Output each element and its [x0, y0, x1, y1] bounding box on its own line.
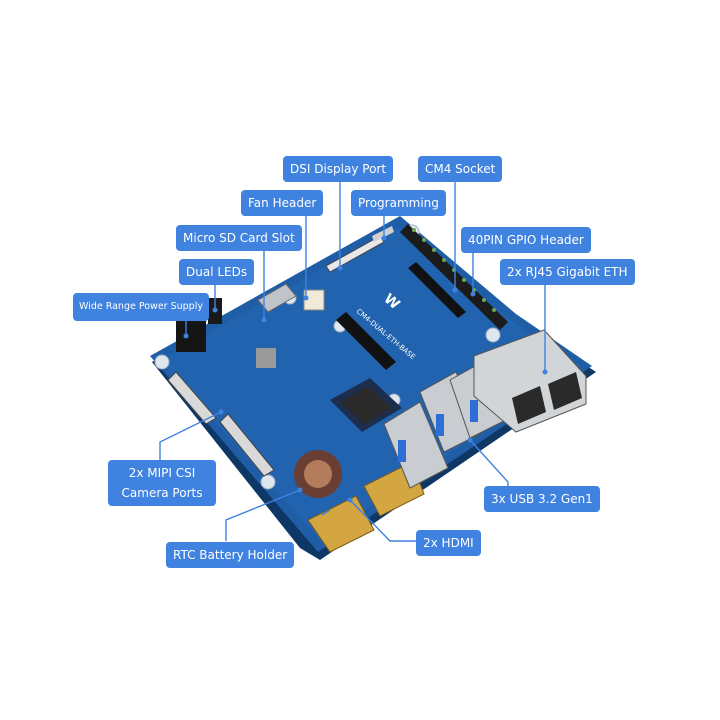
label-programming: Programming: [351, 190, 446, 216]
label-rtc-battery-holder: RTC Battery Holder: [166, 542, 295, 568]
label-cm4-socket: CM4 Socket: [418, 156, 503, 182]
label-dual-leds: Dual LEDs: [179, 259, 255, 285]
label-micro-sd-card-slot: Micro SD Card Slot: [176, 225, 302, 251]
label-dsi-display-port: DSI Display Port: [283, 156, 394, 182]
label-2x-rj45-gigabit-eth: 2x RJ45 Gigabit ETH: [500, 259, 635, 285]
label-fan-header: Fan Header: [241, 190, 324, 216]
label-mipi-line1: 2x MIPI CSI: [128, 466, 196, 480]
label-2x-hdmi: 2x HDMI: [416, 530, 481, 556]
label-mipi-line2: Camera Ports: [121, 486, 203, 500]
label-40pin-gpio-header: 40PIN GPIO Header: [461, 227, 591, 253]
label-2x-mipi-csi-camera-ports: 2x MIPI CSI Camera Ports: [108, 460, 216, 506]
label-3x-usb-3-2-gen1: 3x USB 3.2 Gen1: [484, 486, 600, 512]
label-wide-range-power-supply: Wide Range Power Supply: [73, 293, 209, 321]
